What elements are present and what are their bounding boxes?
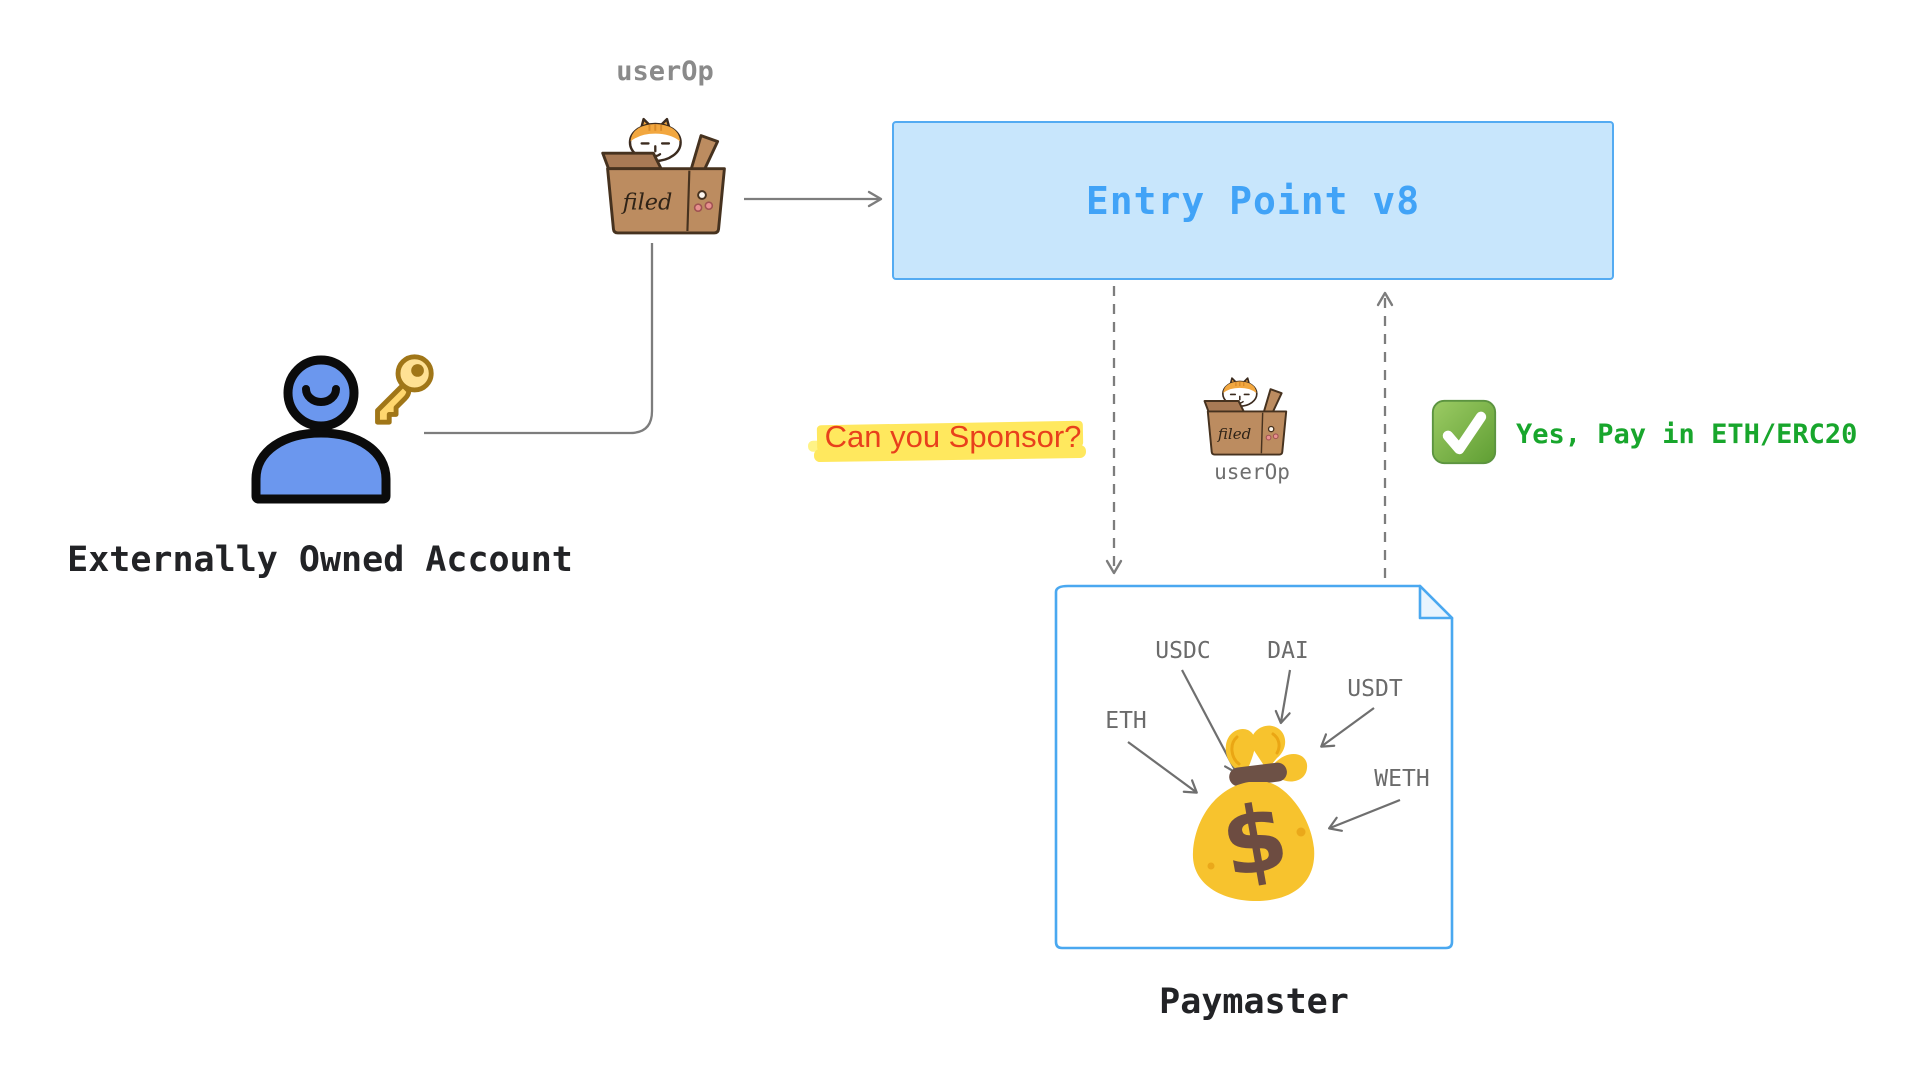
token-label-weth: WETH bbox=[1374, 766, 1430, 792]
folded-corner bbox=[1418, 584, 1454, 620]
paymaster-label: Paymaster bbox=[1159, 982, 1349, 1022]
weth-arrow bbox=[1327, 798, 1401, 832]
token-label-usdt: USDT bbox=[1347, 676, 1403, 702]
filed-box-label: filed bbox=[1217, 425, 1252, 443]
filed-box-label: filed bbox=[621, 190, 673, 216]
userop-label-mid: userOp bbox=[1214, 460, 1290, 484]
eoa-to-userop-connector bbox=[424, 243, 654, 435]
token-label-eth: ETH bbox=[1105, 708, 1147, 734]
token-label-usdc: USDC bbox=[1155, 638, 1211, 664]
check-mark-icon bbox=[1431, 399, 1497, 465]
dai-arrow bbox=[1274, 669, 1292, 725]
sponsor-answer: Yes, Pay in ETH/ERC20 bbox=[1516, 418, 1858, 450]
entry-point-label: Entry Point v8 bbox=[1085, 178, 1421, 223]
userop-label-top: userOp bbox=[616, 56, 714, 87]
cat-in-filed-box-icon-small: filed bbox=[1203, 377, 1288, 456]
cat-icon bbox=[628, 117, 682, 163]
cat-in-filed-box-icon: filed bbox=[601, 117, 726, 235]
sponsor-question: Can you Sponsor? bbox=[824, 419, 1082, 454]
cardboard-box: filed bbox=[1203, 388, 1288, 456]
person-icon bbox=[251, 355, 391, 504]
token-label-dai: DAI bbox=[1267, 638, 1309, 664]
key-icon bbox=[375, 354, 434, 425]
cardboard-box: filed bbox=[601, 134, 726, 235]
money-bag-icon: $ bbox=[1192, 725, 1315, 901]
entry-point-box: Entry Point v8 bbox=[892, 121, 1614, 280]
eoa-label: Externally Owned Account bbox=[67, 540, 573, 580]
